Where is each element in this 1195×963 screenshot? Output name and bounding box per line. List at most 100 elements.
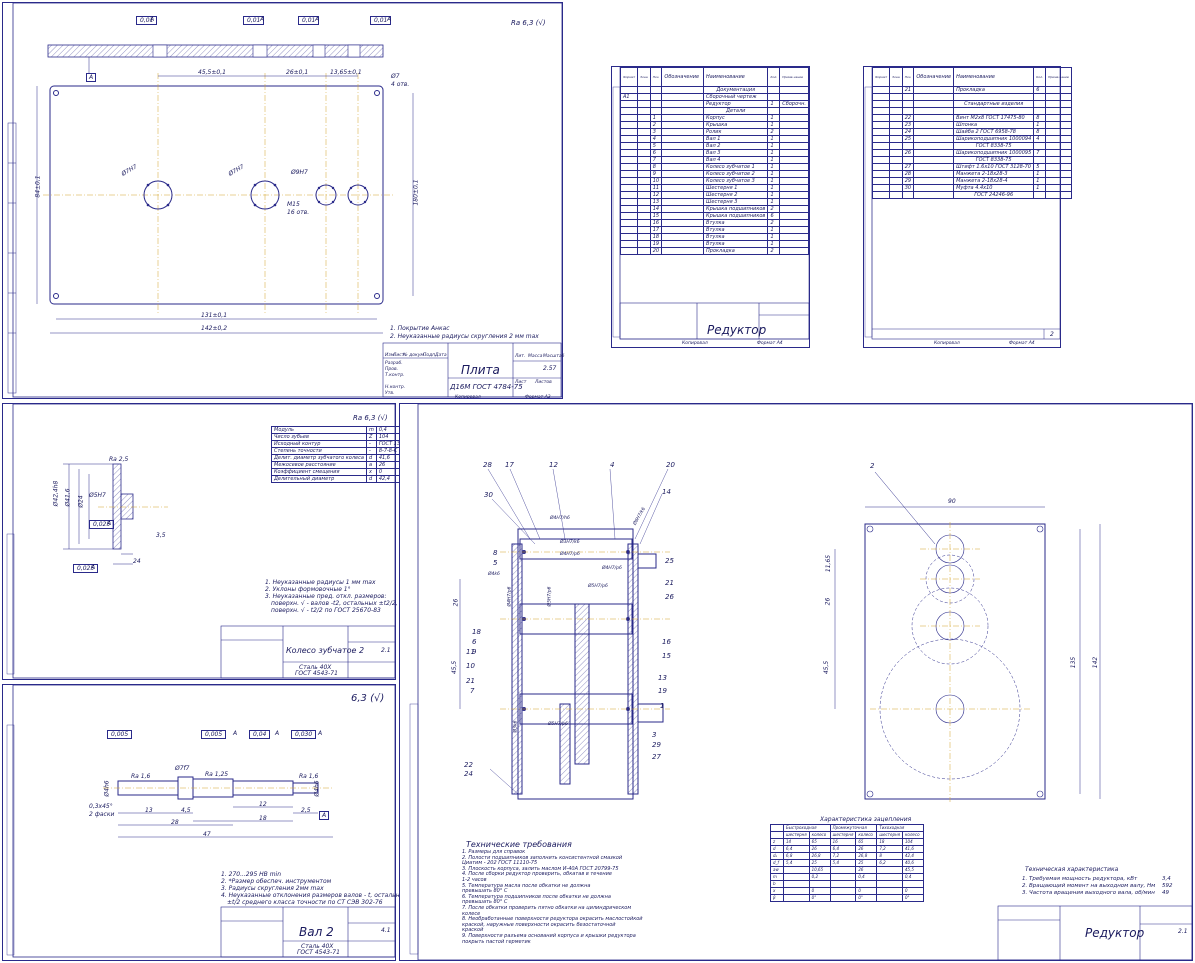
mesh-cell: x bbox=[770, 887, 784, 895]
spec1-cell bbox=[619, 170, 639, 178]
leader-25: 25 bbox=[665, 557, 674, 565]
mesh-cell: d_f bbox=[770, 859, 784, 867]
spec1-cell: 2 bbox=[767, 205, 781, 213]
spec2-cell: 23 bbox=[901, 121, 915, 129]
spec1-h-format: Формат bbox=[619, 67, 639, 87]
spec1-cell: 1 bbox=[767, 142, 781, 150]
mesh-cell: 7,2 bbox=[876, 845, 904, 853]
spec2-cell bbox=[889, 149, 903, 157]
plate-dim-142: 142±0,2 bbox=[201, 325, 228, 332]
spec1-cell bbox=[637, 163, 651, 171]
leader-28: 28 bbox=[483, 461, 492, 469]
mesh-cell: 0,2 bbox=[808, 873, 831, 881]
mesh-cell bbox=[829, 887, 857, 895]
spec2-cell bbox=[871, 114, 891, 122]
tech-requirement-line: 1. Размеры для справок bbox=[462, 849, 526, 855]
mesh-cell bbox=[829, 880, 857, 888]
mesh-cell bbox=[829, 873, 857, 881]
spec1-cell bbox=[637, 107, 651, 115]
spec1-cell: Вал 2 bbox=[703, 142, 769, 150]
plate-stamp-doc: № докум. bbox=[403, 353, 426, 358]
spec1-cell bbox=[661, 163, 705, 171]
spec1-cell bbox=[779, 191, 809, 199]
spec2-cell: 28 bbox=[901, 170, 915, 178]
spec2-cell: Манжета 2-18x28-3 bbox=[953, 170, 1035, 178]
spec1-cell: Крышка подшипников bbox=[703, 205, 769, 213]
mesh-cell: 0° bbox=[855, 894, 878, 902]
spec1-cell: 3 bbox=[649, 128, 663, 136]
plate-tol-datum-4: A bbox=[387, 16, 392, 23]
leader-3: 3 bbox=[652, 731, 657, 739]
spec2-cell: Шпонка bbox=[953, 121, 1035, 129]
spec2-cell bbox=[1045, 100, 1072, 108]
mesh-sub-3: шестерня bbox=[829, 831, 857, 839]
mesh-cell: 25 bbox=[808, 859, 831, 867]
spec2-cell bbox=[913, 170, 955, 178]
spec1-cell: Сборочн. bbox=[779, 100, 809, 108]
spec2-cell bbox=[871, 107, 891, 115]
char-label: 2. Вращающий момент на выходном валу, Нм bbox=[1022, 883, 1156, 889]
spec1-cell bbox=[767, 86, 781, 94]
spec1-cell bbox=[637, 170, 651, 178]
mesh-group-1: Быстроходная bbox=[783, 824, 831, 832]
leader-21: 21 bbox=[665, 579, 674, 587]
plate-dim-thread-count: 16 отв. bbox=[287, 209, 310, 216]
plate-stamp-sheets: Листов bbox=[535, 380, 552, 385]
spec2-cell bbox=[889, 121, 903, 129]
assembly-sheet: 28 17 30 12 4 20 14 8 5 25 21 26 18 6 9 … bbox=[399, 403, 1193, 961]
tech-requirement-line: покрыть пастой герметик bbox=[462, 938, 531, 945]
mesh-table: Быстроходная Промежуточная Тихоходная ше… bbox=[770, 824, 925, 902]
spec2-cell bbox=[1045, 128, 1072, 136]
shaft-drawing bbox=[6, 684, 396, 958]
spec1-cell bbox=[779, 121, 809, 129]
spec2-header-row: Формат Зона Поз. Обозначение Наименовани… bbox=[871, 67, 1072, 87]
shaft-tol-4: 0,030 bbox=[291, 730, 317, 739]
spec2-cell bbox=[1045, 86, 1072, 94]
mesh-sub-2: колесо bbox=[808, 831, 831, 839]
plan-dim-135: 135 bbox=[1070, 656, 1078, 669]
gear-dim-24: 24 bbox=[133, 558, 141, 565]
spec2-cell bbox=[1045, 135, 1072, 143]
spec1-cell bbox=[619, 128, 639, 136]
spec1-cell: Шестерня 1 bbox=[703, 184, 769, 192]
shaft-roughness: 6,3 (√) bbox=[351, 693, 385, 704]
mesh-cell: 5,4 bbox=[829, 859, 857, 867]
spec1-cell: Шестерня 2 bbox=[703, 191, 769, 199]
spec2-cell bbox=[913, 149, 955, 157]
gear-param-cell: Исходный контур bbox=[271, 440, 367, 448]
spec1-cell: A1 bbox=[619, 93, 639, 101]
spec1-cell: 1 bbox=[767, 184, 781, 192]
shaft-sheet-number: 4.1 bbox=[381, 927, 391, 934]
leader-15: 15 bbox=[662, 652, 671, 660]
spec2-cell bbox=[1045, 156, 1072, 164]
spec2-cell bbox=[871, 156, 891, 164]
gear-param-cell: a bbox=[365, 461, 377, 469]
shaft-tol-3: 0,04 bbox=[249, 730, 271, 739]
gear-param-cell: Межосевое расстояние bbox=[271, 461, 367, 469]
spec1-cell bbox=[779, 107, 809, 115]
spec1-cell: 14 bbox=[649, 205, 663, 213]
spec1-cell bbox=[779, 212, 809, 220]
plate-stamp-mass: Масса bbox=[528, 354, 543, 359]
gear-param-cell: Z bbox=[365, 433, 377, 441]
mesh-cell: 14 bbox=[783, 838, 810, 846]
spec1-cell bbox=[619, 184, 639, 192]
spec2-cell bbox=[889, 177, 903, 185]
mesh-sub-row: шестерня колесо шестерня колесо шестерня… bbox=[770, 831, 925, 839]
shaft-material: Сталь 40Х bbox=[301, 943, 334, 950]
spec1-cell: 13 bbox=[649, 198, 663, 206]
mesh-cell: 8 bbox=[876, 852, 904, 860]
spec1-cell bbox=[779, 128, 809, 136]
plate-note-2: 2. Неуказанные радиусы скругления 2 мм m… bbox=[390, 333, 539, 340]
mesh-cell: 0,4 bbox=[902, 873, 925, 881]
spec2-cell: 8 bbox=[1033, 114, 1047, 122]
